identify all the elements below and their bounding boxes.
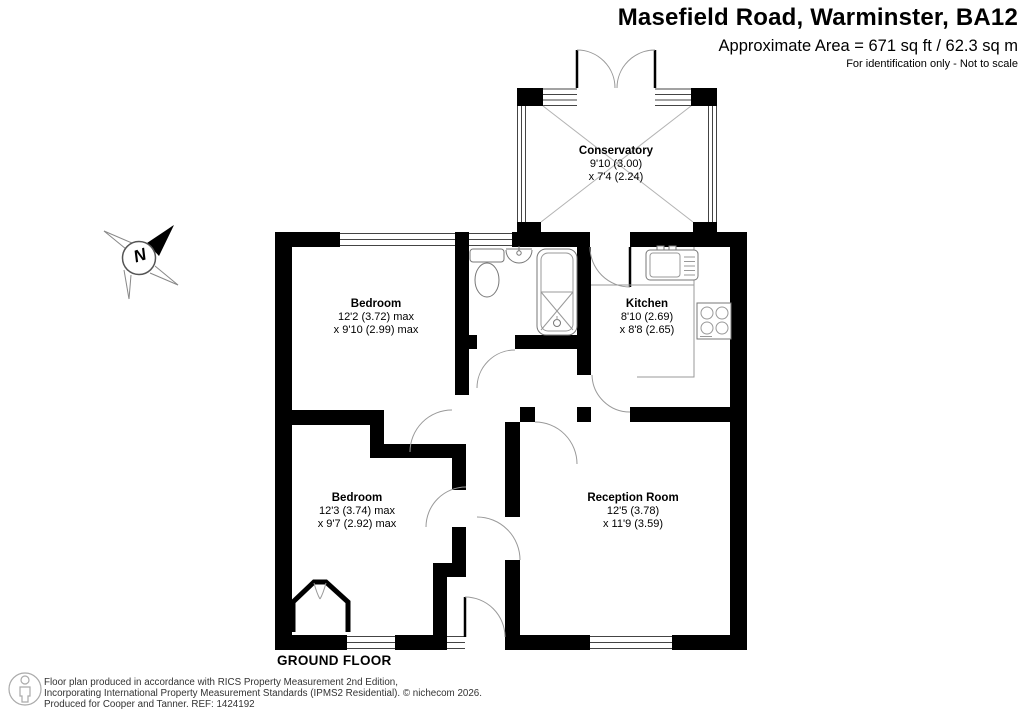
hob-icon <box>696 302 732 340</box>
room-name: Conservatory <box>578 145 654 157</box>
conservatory-diagonal <box>542 105 694 223</box>
room-dim: x 9'7 (2.92) max <box>317 518 397 530</box>
conservatory-french-doors <box>575 49 657 89</box>
room-label-bedroom-1: Bedroom 12'2 (3.72) max x 9'10 (2.99) ma… <box>334 298 419 337</box>
conservatory-structure <box>517 49 717 236</box>
window-reception <box>590 636 672 649</box>
toilet-icon <box>469 248 505 298</box>
room-name: Bedroom <box>350 298 402 310</box>
conservatory-window-top <box>543 88 691 106</box>
room-dim: x 9'10 (2.99) max <box>333 324 419 336</box>
footer-disclaimer: Floor plan produced in accordance with R… <box>44 677 482 710</box>
kitchen-sink-icon <box>645 245 699 281</box>
basin-icon <box>505 246 533 264</box>
room-dim: 12'2 (3.72) max <box>337 311 415 323</box>
window-bedroom2 <box>347 636 395 649</box>
person-logo-icon <box>8 672 42 706</box>
compass-icon <box>103 225 179 300</box>
scale-disclaimer: For identification only - Not to scale <box>846 58 1018 70</box>
room-label-reception: Reception Room 12'5 (3.78) x 11'9 (3.59) <box>587 492 678 531</box>
room-dim: 8'10 (2.69) <box>620 311 674 323</box>
window-bedroom1 <box>340 233 455 246</box>
window-sidelight <box>447 636 465 649</box>
conservatory-window-sides <box>517 106 717 222</box>
approximate-area: Approximate Area = 671 sq ft / 62.3 sq m <box>718 37 1018 55</box>
footer-line-1: Floor plan produced in accordance with R… <box>44 677 398 688</box>
door-arcs <box>409 246 632 638</box>
room-dim: x 8'8 (2.65) <box>619 324 675 336</box>
footer-line-2: Incorporating International Property Mea… <box>44 687 482 699</box>
closet-bay <box>290 579 351 632</box>
window-bathroom <box>469 233 512 246</box>
room-label-kitchen: Kitchen 8'10 (2.69) x 8'8 (2.65) <box>620 298 675 337</box>
room-name: Kitchen <box>625 298 669 310</box>
interior-walls <box>292 247 732 635</box>
room-label-conservatory: Conservatory 9'10 (3.00) x 7'4 (2.24) <box>579 145 653 184</box>
bath-icon <box>536 248 578 336</box>
footer-line-3: Produced for Cooper and Tanner. REF: 142… <box>44 698 255 710</box>
floor-label: GROUND FLOOR <box>277 653 392 668</box>
room-dim: 12'5 (3.78) <box>606 505 660 517</box>
outer-walls <box>275 232 747 650</box>
room-name: Reception Room <box>587 492 679 504</box>
conservatory-diagonal <box>540 105 692 223</box>
room-dim: 9'10 (3.00) <box>589 158 643 170</box>
room-dim: 12'3 (3.74) max <box>318 505 396 517</box>
room-label-bedroom-2: Bedroom 12'3 (3.74) max x 9'7 (2.92) max <box>318 492 397 531</box>
room-dim: x 7'4 (2.24) <box>588 171 644 183</box>
page-title: Masefield Road, Warminster, BA12 <box>617 4 1018 31</box>
room-dim: x 11'9 (3.59) <box>603 518 663 530</box>
room-name: Bedroom <box>331 492 383 504</box>
